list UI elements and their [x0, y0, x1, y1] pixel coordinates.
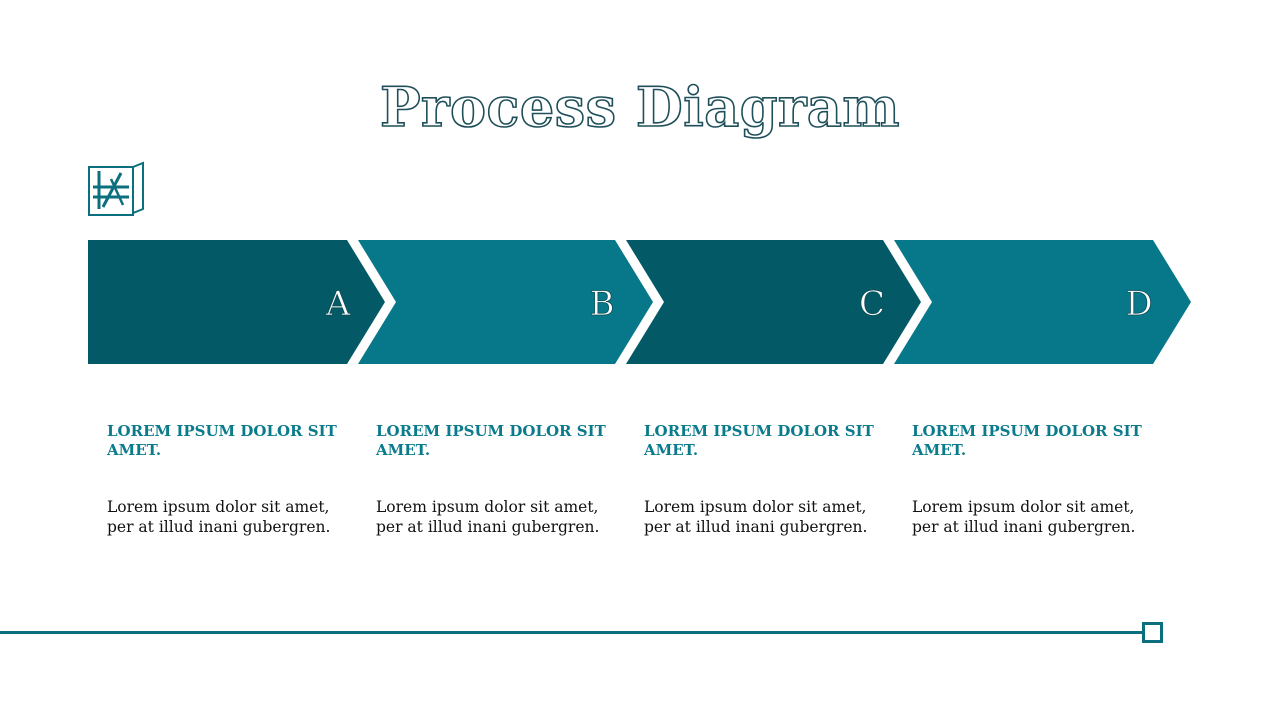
process-step-c-letter: C: [859, 284, 885, 324]
process-step-b-letter: B: [590, 284, 615, 324]
process-step-heading: LOREM IPSUM DOLOR SIT AMET.: [644, 422, 874, 459]
process-step-a-arrow: [88, 240, 385, 364]
process-step-a-letter: A: [325, 284, 351, 324]
process-step-c-arrow: [626, 240, 921, 364]
blueprint-ruler-icon: [88, 161, 144, 216]
process-step-description: Lorem ipsum dolor sit amet, per at illud…: [107, 498, 331, 536]
process-step-d-arrow: [894, 240, 1191, 364]
process-step-description: Lorem ipsum dolor sit amet, per at illud…: [376, 498, 600, 536]
process-step-d-text: LOREM IPSUM DOLOR SIT AMET. Lorem ipsum …: [912, 422, 1152, 537]
process-step-heading: LOREM IPSUM DOLOR SIT AMET.: [107, 422, 337, 459]
process-step-heading: LOREM IPSUM DOLOR SIT AMET.: [376, 422, 606, 459]
process-step-a-text: LOREM IPSUM DOLOR SIT AMET. Lorem ipsum …: [107, 422, 347, 537]
process-step-b-arrow: [358, 240, 653, 364]
page-title: Process Diagram: [379, 74, 901, 140]
footer-divider-line: [0, 631, 1143, 634]
process-step-description: Lorem ipsum dolor sit amet, per at illud…: [644, 498, 868, 536]
process-step-b-text: LOREM IPSUM DOLOR SIT AMET. Lorem ipsum …: [376, 422, 616, 537]
process-step-description: Lorem ipsum dolor sit amet, per at illud…: [912, 498, 1136, 536]
process-step-heading: LOREM IPSUM DOLOR SIT AMET.: [912, 422, 1142, 459]
process-step-c-text: LOREM IPSUM DOLOR SIT AMET. Lorem ipsum …: [644, 422, 884, 537]
process-step-d-letter: D: [1125, 284, 1152, 324]
footer-square-marker: [1142, 622, 1163, 643]
